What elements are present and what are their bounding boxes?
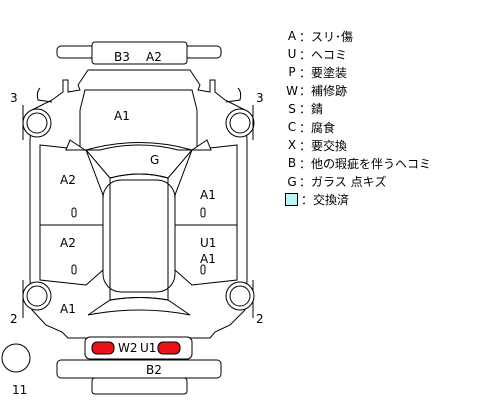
front-bumper-label-2: A2 <box>146 50 162 64</box>
legend-row-x: X：要交換 <box>285 136 481 154</box>
rear-right-wheel-label: 2 <box>256 312 264 326</box>
legend-text: 腐食 <box>311 120 336 135</box>
legend-separator: ： <box>299 156 312 171</box>
hood-label: A1 <box>114 109 130 123</box>
legend-separator: ： <box>299 138 312 153</box>
rear-bumper <box>56 359 222 379</box>
legend-code: B <box>287 156 297 171</box>
replaced-swatch <box>285 193 298 207</box>
legend-text: ヘコミ <box>311 47 348 62</box>
front-grille <box>91 41 188 65</box>
right-rear-door-label-2: A1 <box>200 252 216 266</box>
legend-separator: ： <box>301 193 314 208</box>
body-outline <box>29 69 248 339</box>
legend-code: C <box>287 120 297 135</box>
legend-separator: ： <box>299 102 312 117</box>
front-left-wheel-label: 3 <box>10 91 18 105</box>
legend-text: 他の瑕疵を伴うヘコミ <box>311 156 432 171</box>
legend-separator: ： <box>299 84 312 99</box>
legend-separator: ： <box>299 175 312 190</box>
right-front-door-label: A1 <box>200 188 216 202</box>
rear-left-wheel-label: 2 <box>10 312 18 326</box>
windshield-label: G <box>150 153 159 167</box>
left-front-door-label: A2 <box>60 173 76 187</box>
rear-left-light-marked <box>91 341 115 355</box>
vehicle-damage-diagram: B3 A2 A1 G A2 A2 A1 A1 U1 A1 W2 U1 B2 3 … <box>1 41 264 397</box>
left-quarter-label: A1 <box>60 302 76 316</box>
legend-code: W <box>286 83 298 98</box>
legend-row-g: G：ガラス 点キズ <box>285 173 481 191</box>
legend-text: 交換済 <box>313 193 350 208</box>
rear-right-light-marked <box>157 341 181 355</box>
legend-text: スリ･傷 <box>311 29 354 44</box>
legend-row-c: C：腐食 <box>285 118 481 136</box>
legend-separator: ： <box>299 65 312 80</box>
left-rear-door <box>39 224 104 286</box>
legend-code: A <box>287 29 297 44</box>
legend-text: 補修跡 <box>311 84 348 99</box>
damage-code-legend: A：スリ･傷 U：ヘコミ P：要塗装 W：補修跡 S：錆 C：腐食 X：要交換 … <box>285 27 481 209</box>
legend-code: X <box>287 138 297 153</box>
legend-text: 要塗装 <box>311 65 348 80</box>
legend-code: P <box>288 65 296 80</box>
legend-separator: ： <box>299 47 312 62</box>
legend-code: U <box>287 47 297 62</box>
right-rear-door-label-1: U1 <box>200 236 216 250</box>
spare-tire-label: 11 <box>12 383 27 397</box>
rear-window <box>87 297 191 316</box>
left-rear-door-label: A2 <box>60 236 76 250</box>
legend-separator: ： <box>299 120 312 135</box>
legend-code: G <box>287 174 297 189</box>
legend-text: 要交換 <box>311 138 348 153</box>
legend-text: 錆 <box>311 102 324 117</box>
legend-row-b: B：他の瑕疵を伴うヘコミ <box>285 154 481 172</box>
rear-window-label-1: W2 <box>118 341 138 355</box>
legend-code: S <box>288 101 296 116</box>
rear-window-label-2: U1 <box>140 341 156 355</box>
right-rear-door <box>174 224 238 286</box>
rear-bumper-label: B2 <box>146 363 162 377</box>
front-bumper-label-1: B3 <box>114 50 130 64</box>
legend-text: ガラス 点キズ <box>311 175 387 190</box>
front-right-wheel-label: 3 <box>256 91 264 105</box>
legend-row-a: A：スリ･傷 <box>285 27 481 45</box>
legend-separator: ： <box>299 29 312 44</box>
legend-row-u: U：ヘコミ <box>285 45 481 63</box>
legend-row-s: S：錆 <box>285 100 481 118</box>
legend-row-w: W：補修跡 <box>285 82 481 100</box>
spare-tire <box>1 343 31 373</box>
legend-row-replaced: ：交換済 <box>285 191 481 209</box>
legend-row-p: P：要塗装 <box>285 63 481 81</box>
